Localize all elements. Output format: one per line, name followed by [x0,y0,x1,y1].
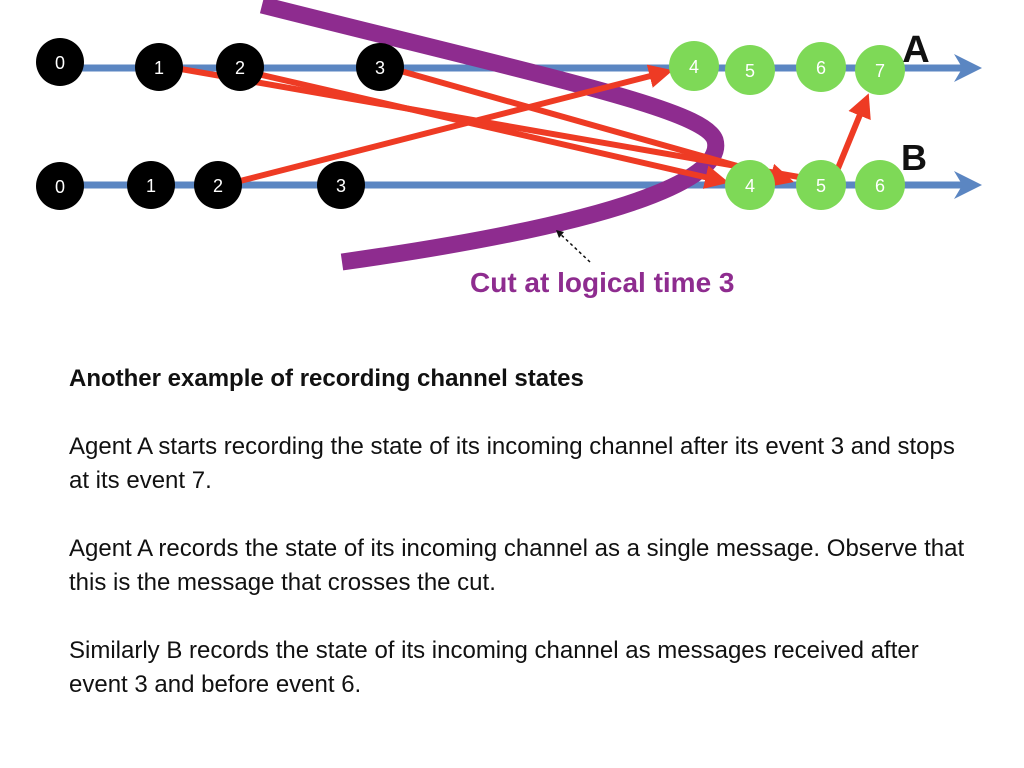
space-time-diagram: 0 1 2 3 4 5 6 7 [36,0,982,271]
agent-a-label: A [902,29,929,71]
event-label: 2 [235,58,245,78]
agent-b-events: 0 1 2 3 4 5 6 [36,160,905,210]
paragraph-1: Agent A starts recording the state of it… [69,433,955,494]
explanation-text: Another example of recording channel sta… [69,362,969,736]
event-label: 6 [875,176,885,196]
event-label: 2 [213,176,223,196]
event-label: 3 [375,58,385,78]
event-node: 0 [36,38,84,86]
event-node: 7 [855,45,905,95]
event-label: 7 [875,61,885,81]
event-node: 4 [669,41,719,91]
message-b5-a7 [831,93,871,180]
event-node: 0 [36,162,84,210]
event-label: 5 [745,61,755,81]
event-label: 1 [154,58,164,78]
event-label: 0 [55,53,65,73]
event-node: 5 [796,160,846,210]
agent-b-label: B [901,137,927,178]
event-node: 3 [317,161,365,209]
event-label: 4 [689,57,699,77]
event-node: 1 [127,161,175,209]
cut-pointer-arrow [555,229,591,263]
event-node: 4 [725,160,775,210]
cut-caption: Cut at logical time 3 [470,267,735,298]
cut-curve [259,0,725,271]
paragraph-3: Similarly B records the state of its inc… [69,637,919,698]
event-node: 6 [796,42,846,92]
event-node: 2 [216,43,264,91]
event-label: 1 [146,176,156,196]
event-label: 3 [336,176,346,196]
message-a2-b4 [239,67,730,189]
message-b2-a4 [239,64,673,184]
agent-a-events: 0 1 2 3 4 5 6 7 [36,38,905,95]
section-heading: Another example of recording channel sta… [69,365,584,392]
event-label: 6 [816,58,826,78]
event-node: 1 [135,43,183,91]
event-label: 5 [816,176,826,196]
message-a3-b5 [389,65,794,187]
event-node: 5 [725,45,775,95]
event-node: 3 [356,43,404,91]
event-label: 4 [745,176,755,196]
event-label: 0 [55,177,65,197]
paragraph-2: Agent A records the state of its incomin… [69,535,965,596]
cut-pointer-arrowhead [556,230,564,238]
event-node: 2 [194,161,242,209]
event-node: 6 [855,160,905,210]
